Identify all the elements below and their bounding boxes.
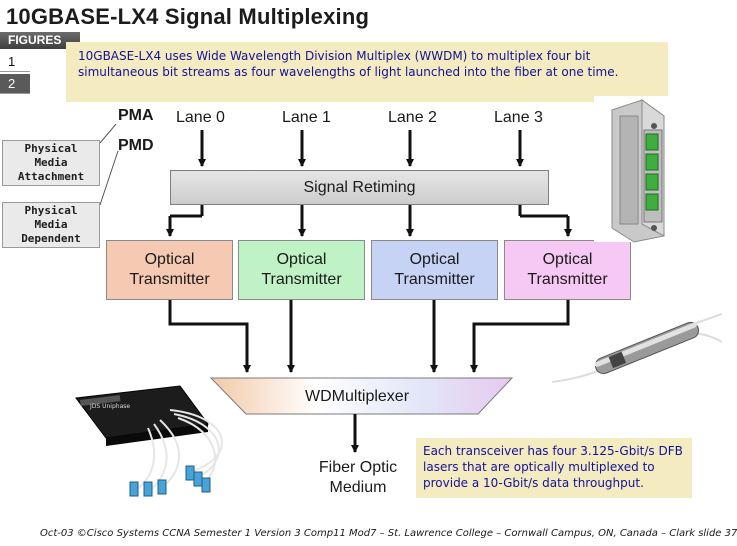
lane-2-label: Lane 2 (388, 109, 437, 126)
fiber-line1: Fiber Optic (318, 459, 398, 476)
fiber-coupler-image (551, 313, 723, 383)
footer-text: Oct-03 ©Cisco Systems CCNA Semester 1 Ve… (40, 528, 737, 539)
page-title: 10GBASE-LX4 Signal Multiplexing (6, 4, 370, 29)
optical-transmitter-0: Optical Transmitter (106, 240, 233, 300)
lane-0-label: Lane 0 (176, 109, 225, 126)
transmitter-1-line1: Optical (276, 251, 327, 268)
note-box: Each transceiver has four 3.125-Gbit/s D… (416, 438, 692, 498)
pmd-label: PMD (118, 137, 154, 154)
wdm-module-image: JDS Uniphase (75, 385, 223, 497)
transmitter-2-line2: Transmitter (394, 271, 475, 288)
pmd-callout-line1: Physical Media (24, 204, 78, 231)
transmitter-3-line1: Optical (542, 251, 593, 268)
transmitter-2-line1: Optical (409, 251, 460, 268)
optical-transmitter-3: Optical Transmitter (504, 240, 631, 300)
optical-transmitter-1: Optical Transmitter (238, 240, 365, 300)
device-brand-label: JDS Uniphase (89, 403, 130, 410)
transmitter-1-line2: Transmitter (261, 271, 342, 288)
pmd-callout-line2: Dependent (21, 232, 81, 245)
optical-transmitter-2: Optical Transmitter (371, 240, 498, 300)
pma-label: PMA (118, 107, 154, 124)
pma-callout-line1: Physical Media (24, 142, 78, 169)
transmitter-0-line1: Optical (144, 251, 195, 268)
pma-callout: Physical Media Attachment (2, 140, 100, 186)
transceiver-module-image (594, 96, 690, 243)
figure-tab-1[interactable]: 1 (0, 52, 30, 72)
figure-tab-2[interactable]: 2 (0, 74, 30, 94)
pma-callout-line2: Attachment (17, 170, 85, 183)
pmd-callout: Physical Media Dependent (2, 202, 100, 248)
transmitter-3-line2: Transmitter (527, 271, 608, 288)
signal-retiming-block: Signal Retiming (170, 170, 549, 205)
fiber-line2: Medium (329, 479, 387, 496)
fiber-optic-medium: Fiber Optic Medium (315, 458, 401, 498)
transmitter-0-line2: Transmitter (129, 271, 210, 288)
figures-header: FIGURES (0, 32, 80, 49)
wdm-multiplexer-label: WDMultiplexer (305, 388, 410, 405)
lane-3-label: Lane 3 (494, 109, 543, 126)
description-box: 10GBASE-LX4 uses Wide Wavelength Divisio… (66, 42, 668, 102)
lane-1-label: Lane 1 (282, 109, 331, 126)
